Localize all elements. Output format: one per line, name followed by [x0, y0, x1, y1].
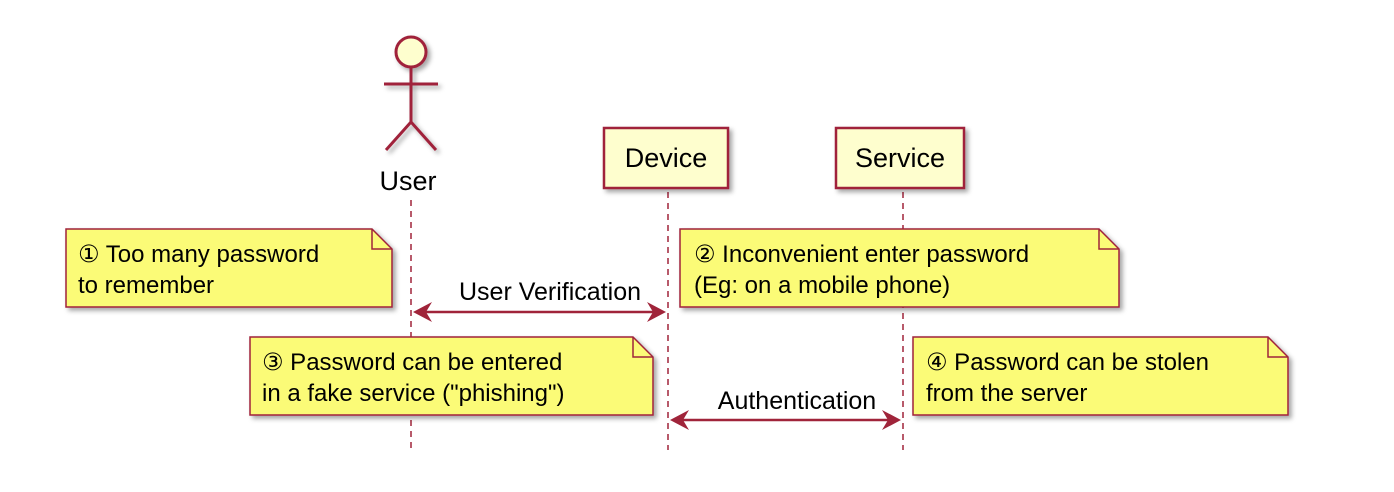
- note-4-line-1: ④ Password can be stolen: [926, 349, 1209, 376]
- arrowhead-left-icon: [670, 410, 689, 430]
- arrowhead-right-icon: [647, 302, 666, 322]
- note-1: ① Too many password to remember: [65, 228, 393, 308]
- note-1-line-1: ① Too many password: [78, 241, 319, 268]
- service-participant: Service: [834, 126, 966, 190]
- message-authentication: Authentication: [670, 387, 901, 430]
- user-actor-head: [394, 35, 428, 69]
- note-4: ④ Password can be stolen from the server: [912, 336, 1289, 416]
- arrowhead-left-icon: [413, 302, 432, 322]
- user-actor: [384, 35, 438, 151]
- note-2-line-2: (Eg: on a mobile phone): [694, 272, 950, 299]
- device-participant: Device: [602, 126, 730, 190]
- note-3-line-2: in a fake service ("phishing"): [262, 380, 565, 407]
- message-authentication-label: Authentication: [718, 387, 876, 415]
- user-label: User: [379, 166, 436, 196]
- device-label: Device: [625, 143, 708, 173]
- arrowhead-right-icon: [882, 410, 901, 430]
- note-3-line-1: ③ Password can be entered: [262, 349, 562, 376]
- note-3: ③ Password can be entered in a fake serv…: [249, 336, 654, 416]
- service-label: Service: [855, 143, 945, 173]
- note-4-line-2: from the server: [926, 380, 1087, 407]
- note-2: ② Inconvenient enter password (Eg: on a …: [679, 228, 1120, 308]
- message-user-verification: User Verification: [413, 278, 666, 322]
- note-2-line-1: ② Inconvenient enter password: [694, 241, 1029, 268]
- note-1-line-2: to remember: [78, 272, 214, 299]
- message-user-verification-label: User Verification: [459, 278, 641, 306]
